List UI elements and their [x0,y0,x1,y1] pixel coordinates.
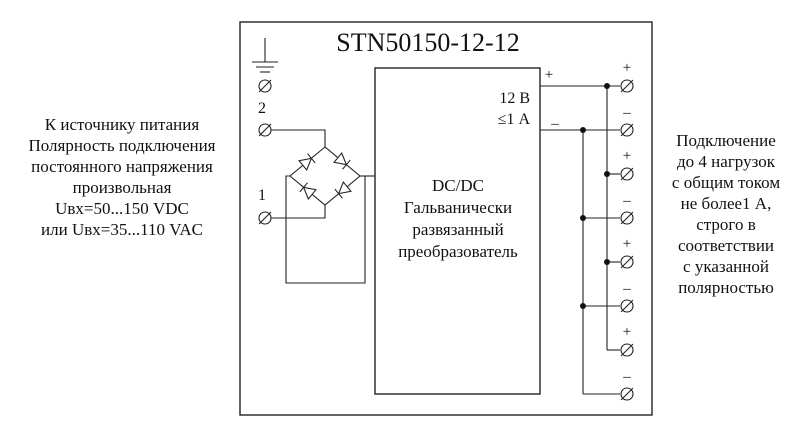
out-minus-label: – [550,116,559,132]
enclosure-frame [239,21,653,416]
sign-7: + [623,324,631,340]
block-line-2: Гальванически [404,198,512,217]
right-line-5: строго в [696,215,756,234]
diode-bridge [289,146,361,206]
output-bus-minus [540,127,620,395]
left-line-6: или Uвх=35...110 VAC [41,220,203,239]
output-description: Подключение до 4 нагрузок с общим током … [672,131,780,297]
out-terminal-3-minus [620,299,634,313]
output-terminals [620,79,634,401]
out-plus-label: + [545,67,553,83]
input-description: К источнику питания Полярность подключен… [28,115,215,239]
converter-block [374,67,541,395]
out-terminal-4-minus [620,387,634,401]
right-line-7: с указанной [683,257,769,276]
sign-4: – [622,193,631,209]
sign-8: – [622,369,631,385]
converter-block-text: DC/DC Гальванически развязанный преобраз… [398,176,518,261]
right-line-1: Подключение [676,131,776,150]
right-line-2: до 4 нагрузок [677,152,776,171]
terminal-ground [258,79,272,93]
sign-3: + [623,148,631,164]
block-line-4: преобразователь [398,242,518,261]
right-line-4: не более1 А, [681,194,772,213]
terminal-1 [258,211,272,225]
output-current: ≤1 А [498,111,531,128]
ground-icon [252,38,278,73]
sign-1: + [623,60,631,76]
left-line-4: произвольная [73,178,172,197]
right-line-6: соответствии [678,236,774,255]
terminal-2-label: 2 [258,100,266,117]
sign-6: – [622,281,631,297]
left-line-2: Полярность подключения [28,136,215,155]
terminal-1-label: 1 [258,187,266,204]
left-line-3: постоянного напряжения [31,157,213,176]
left-line-5: Uвх=50...150 VDC [55,199,189,218]
right-line-3: с общим током [672,173,780,192]
out-terminal-3-plus [620,255,634,269]
sign-2: – [622,105,631,121]
left-line-1: К источнику питания [45,115,200,134]
out-terminal-1-plus [620,79,634,93]
device-title: STN50150-12-12 [336,28,519,57]
input-wiring [271,129,375,284]
sign-5: + [623,236,631,252]
terminal-2 [258,123,272,137]
out-terminal-1-minus [620,123,634,137]
out-terminal-4-plus [620,343,634,357]
right-line-8: полярностью [678,278,774,297]
block-line-3: развязанный [412,220,503,239]
terminal-signs: + – + – + – + – [622,60,631,385]
out-terminal-2-minus [620,211,634,225]
out-terminal-2-plus [620,167,634,181]
block-line-1: DC/DC [432,176,484,195]
output-voltage: 12 В [499,90,530,107]
